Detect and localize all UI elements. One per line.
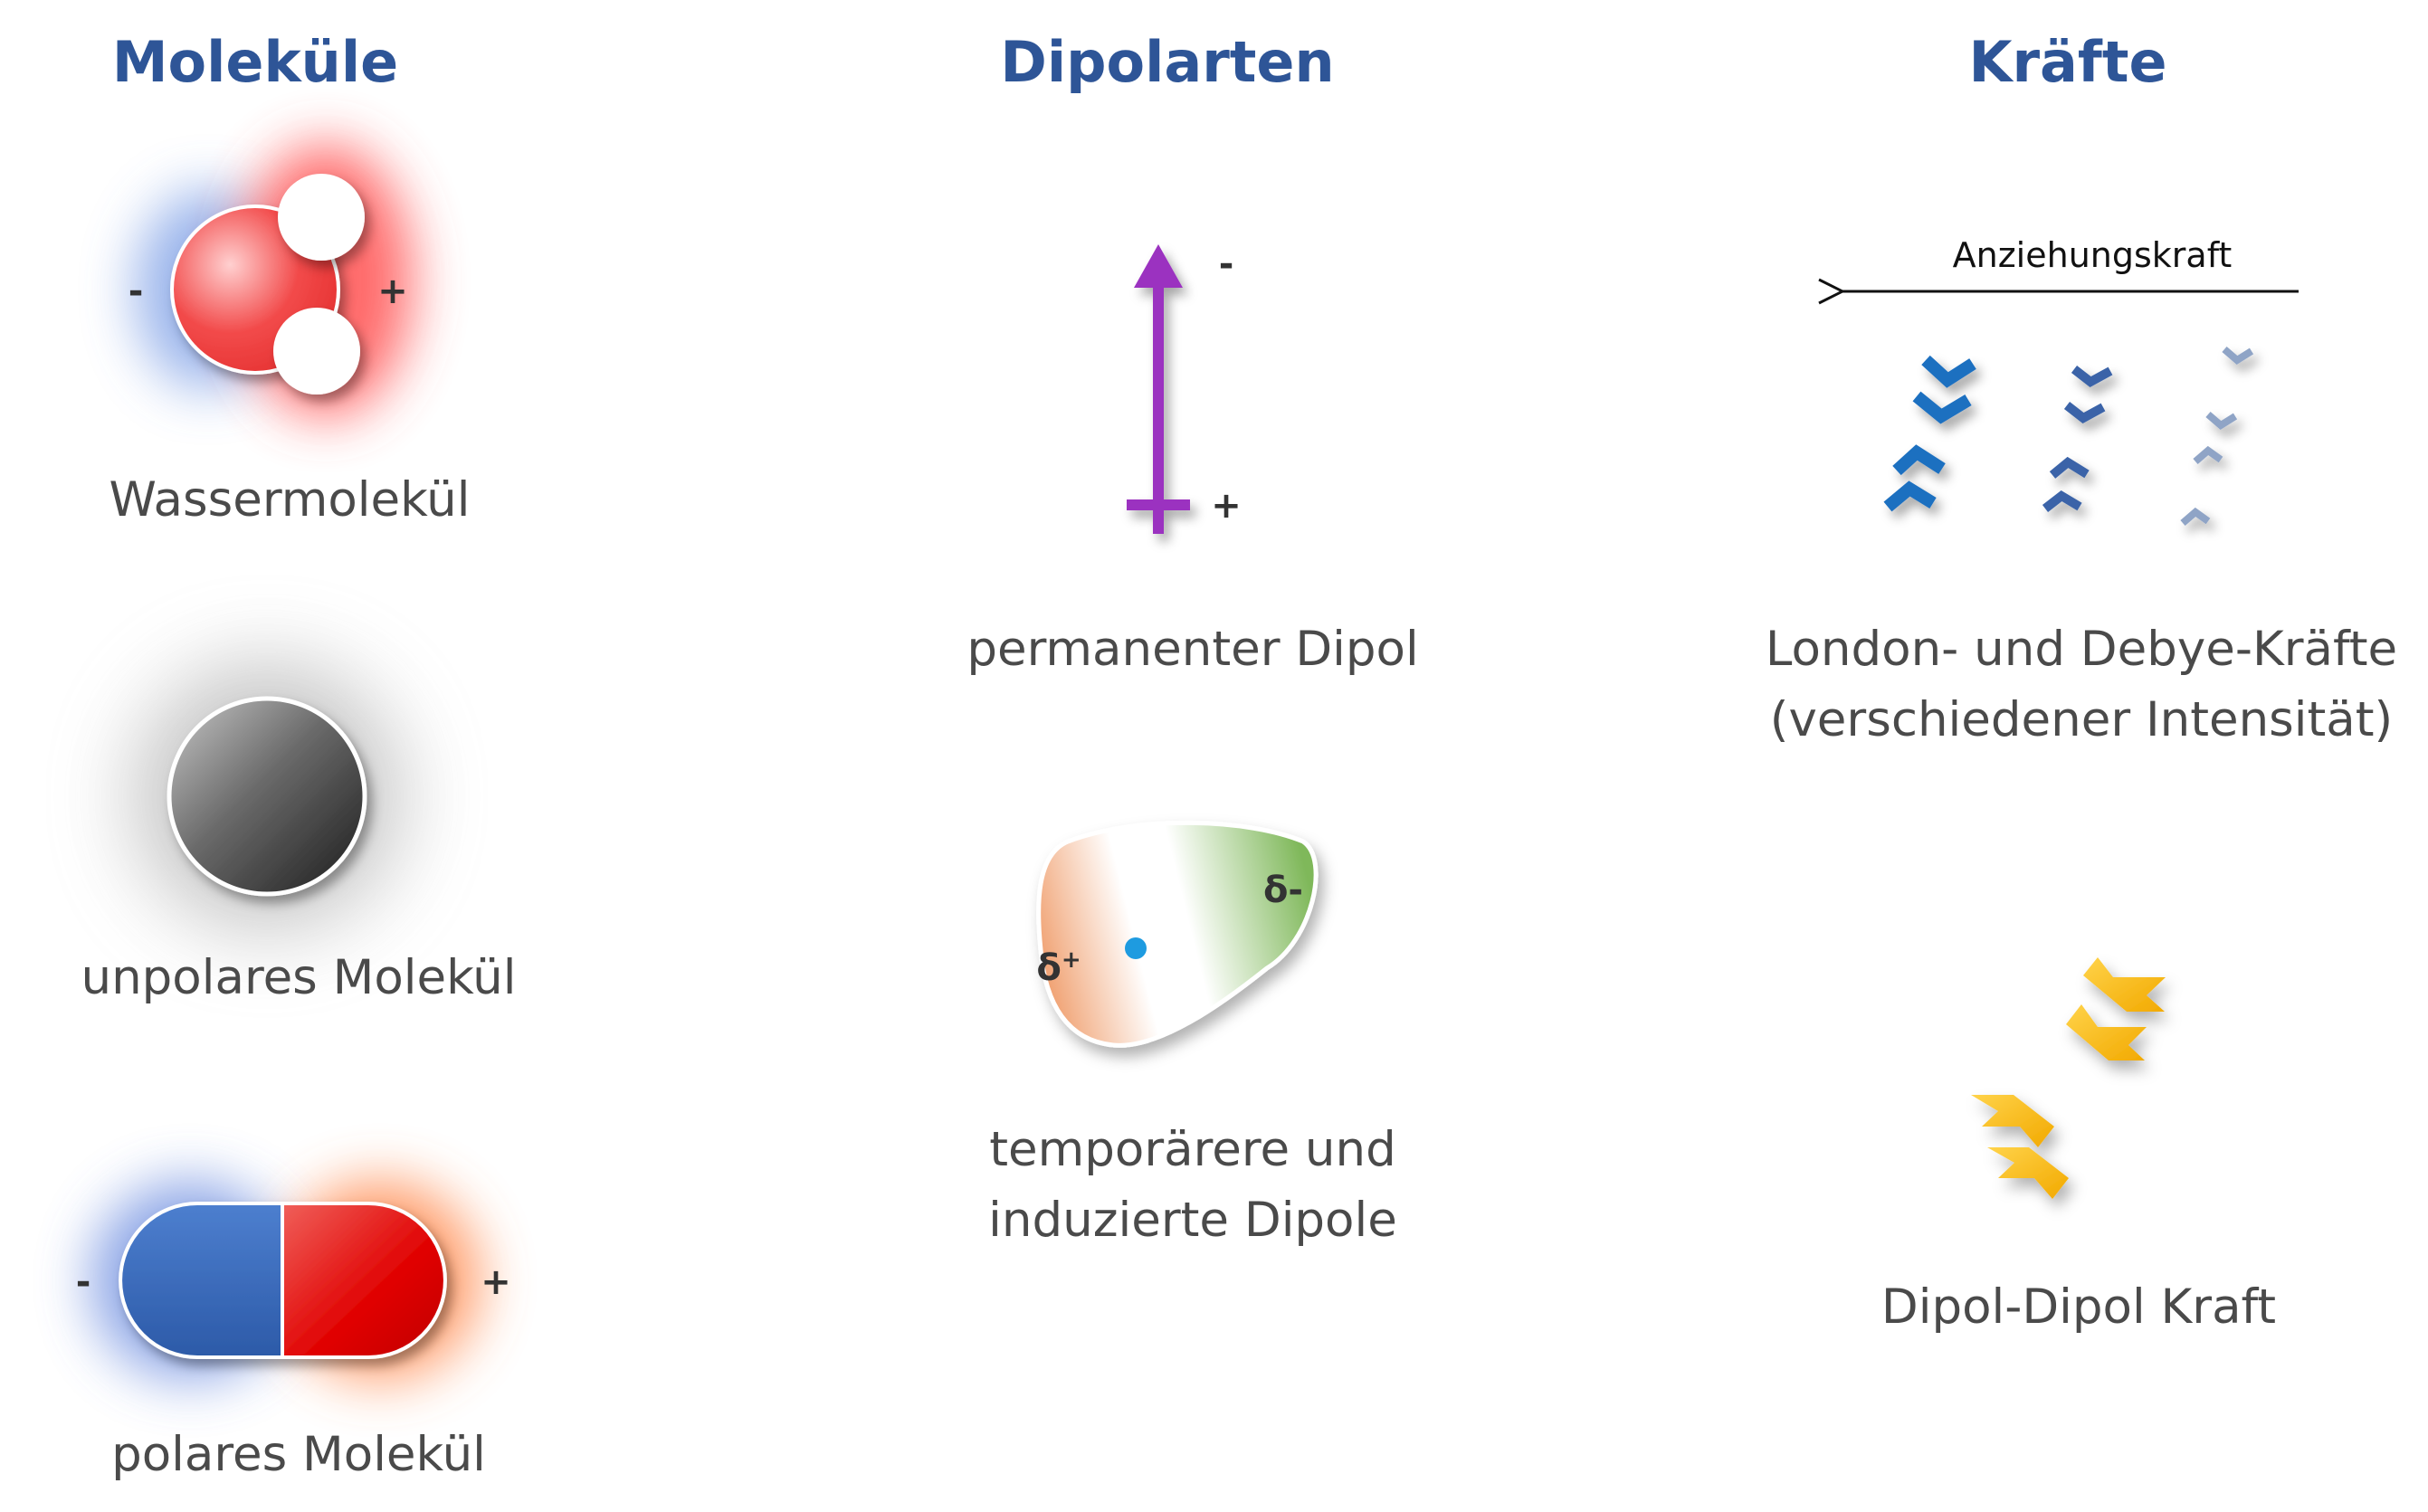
polar-molecule-icon: [90, 1181, 480, 1380]
london-debye-label-line1: London- und Debye-Kräfte: [1766, 622, 2397, 677]
induced-dipole-shape-icon: [1036, 820, 1319, 1048]
water-negative-sign: -: [129, 271, 144, 312]
london-debye-label-line2: (verschiedener Intensität): [1770, 692, 2393, 747]
header-molecules: Moleküle: [112, 29, 398, 95]
header-forces: Kräfte: [1968, 29, 2166, 95]
dipole-dipole-chevrons-icon: [1971, 957, 2166, 1199]
polar-negative-sign: -: [76, 1261, 91, 1303]
header-dipole-types: Dipolarten: [1000, 29, 1334, 95]
delta-plus-label: δ+: [1036, 946, 1081, 989]
permanent-dipole-negative: -: [1219, 243, 1234, 285]
induced-dipole-label-line1: temporärere und: [989, 1122, 1396, 1177]
nonpolar-molecule-icon: [131, 661, 403, 932]
london-debye-chevrons-icon: [1883, 346, 2254, 527]
dipole-dipole-force-label: Dipol-Dipol Kraft: [1881, 1279, 2276, 1335]
permanent-dipole-positive: +: [1211, 485, 1242, 527]
delta-minus-label: δ-: [1263, 870, 1303, 911]
induced-dipole-label-line2: induzierte Dipole: [988, 1193, 1397, 1248]
polar-molecule-label: polares Molekül: [111, 1427, 486, 1482]
attraction-force-label: Anziehungskraft: [1953, 235, 2233, 275]
water-molecule-label: Wassermolekül: [109, 472, 471, 528]
nonpolar-molecule-label: unpolares Molekül: [81, 950, 516, 1005]
permanent-dipole-label: permanenter Dipol: [966, 622, 1418, 677]
water-molecule-icon: [136, 145, 412, 416]
polar-positive-sign: +: [481, 1261, 511, 1303]
water-positive-sign: +: [377, 271, 408, 312]
permanent-dipole-arrow-icon: [1127, 244, 1190, 534]
